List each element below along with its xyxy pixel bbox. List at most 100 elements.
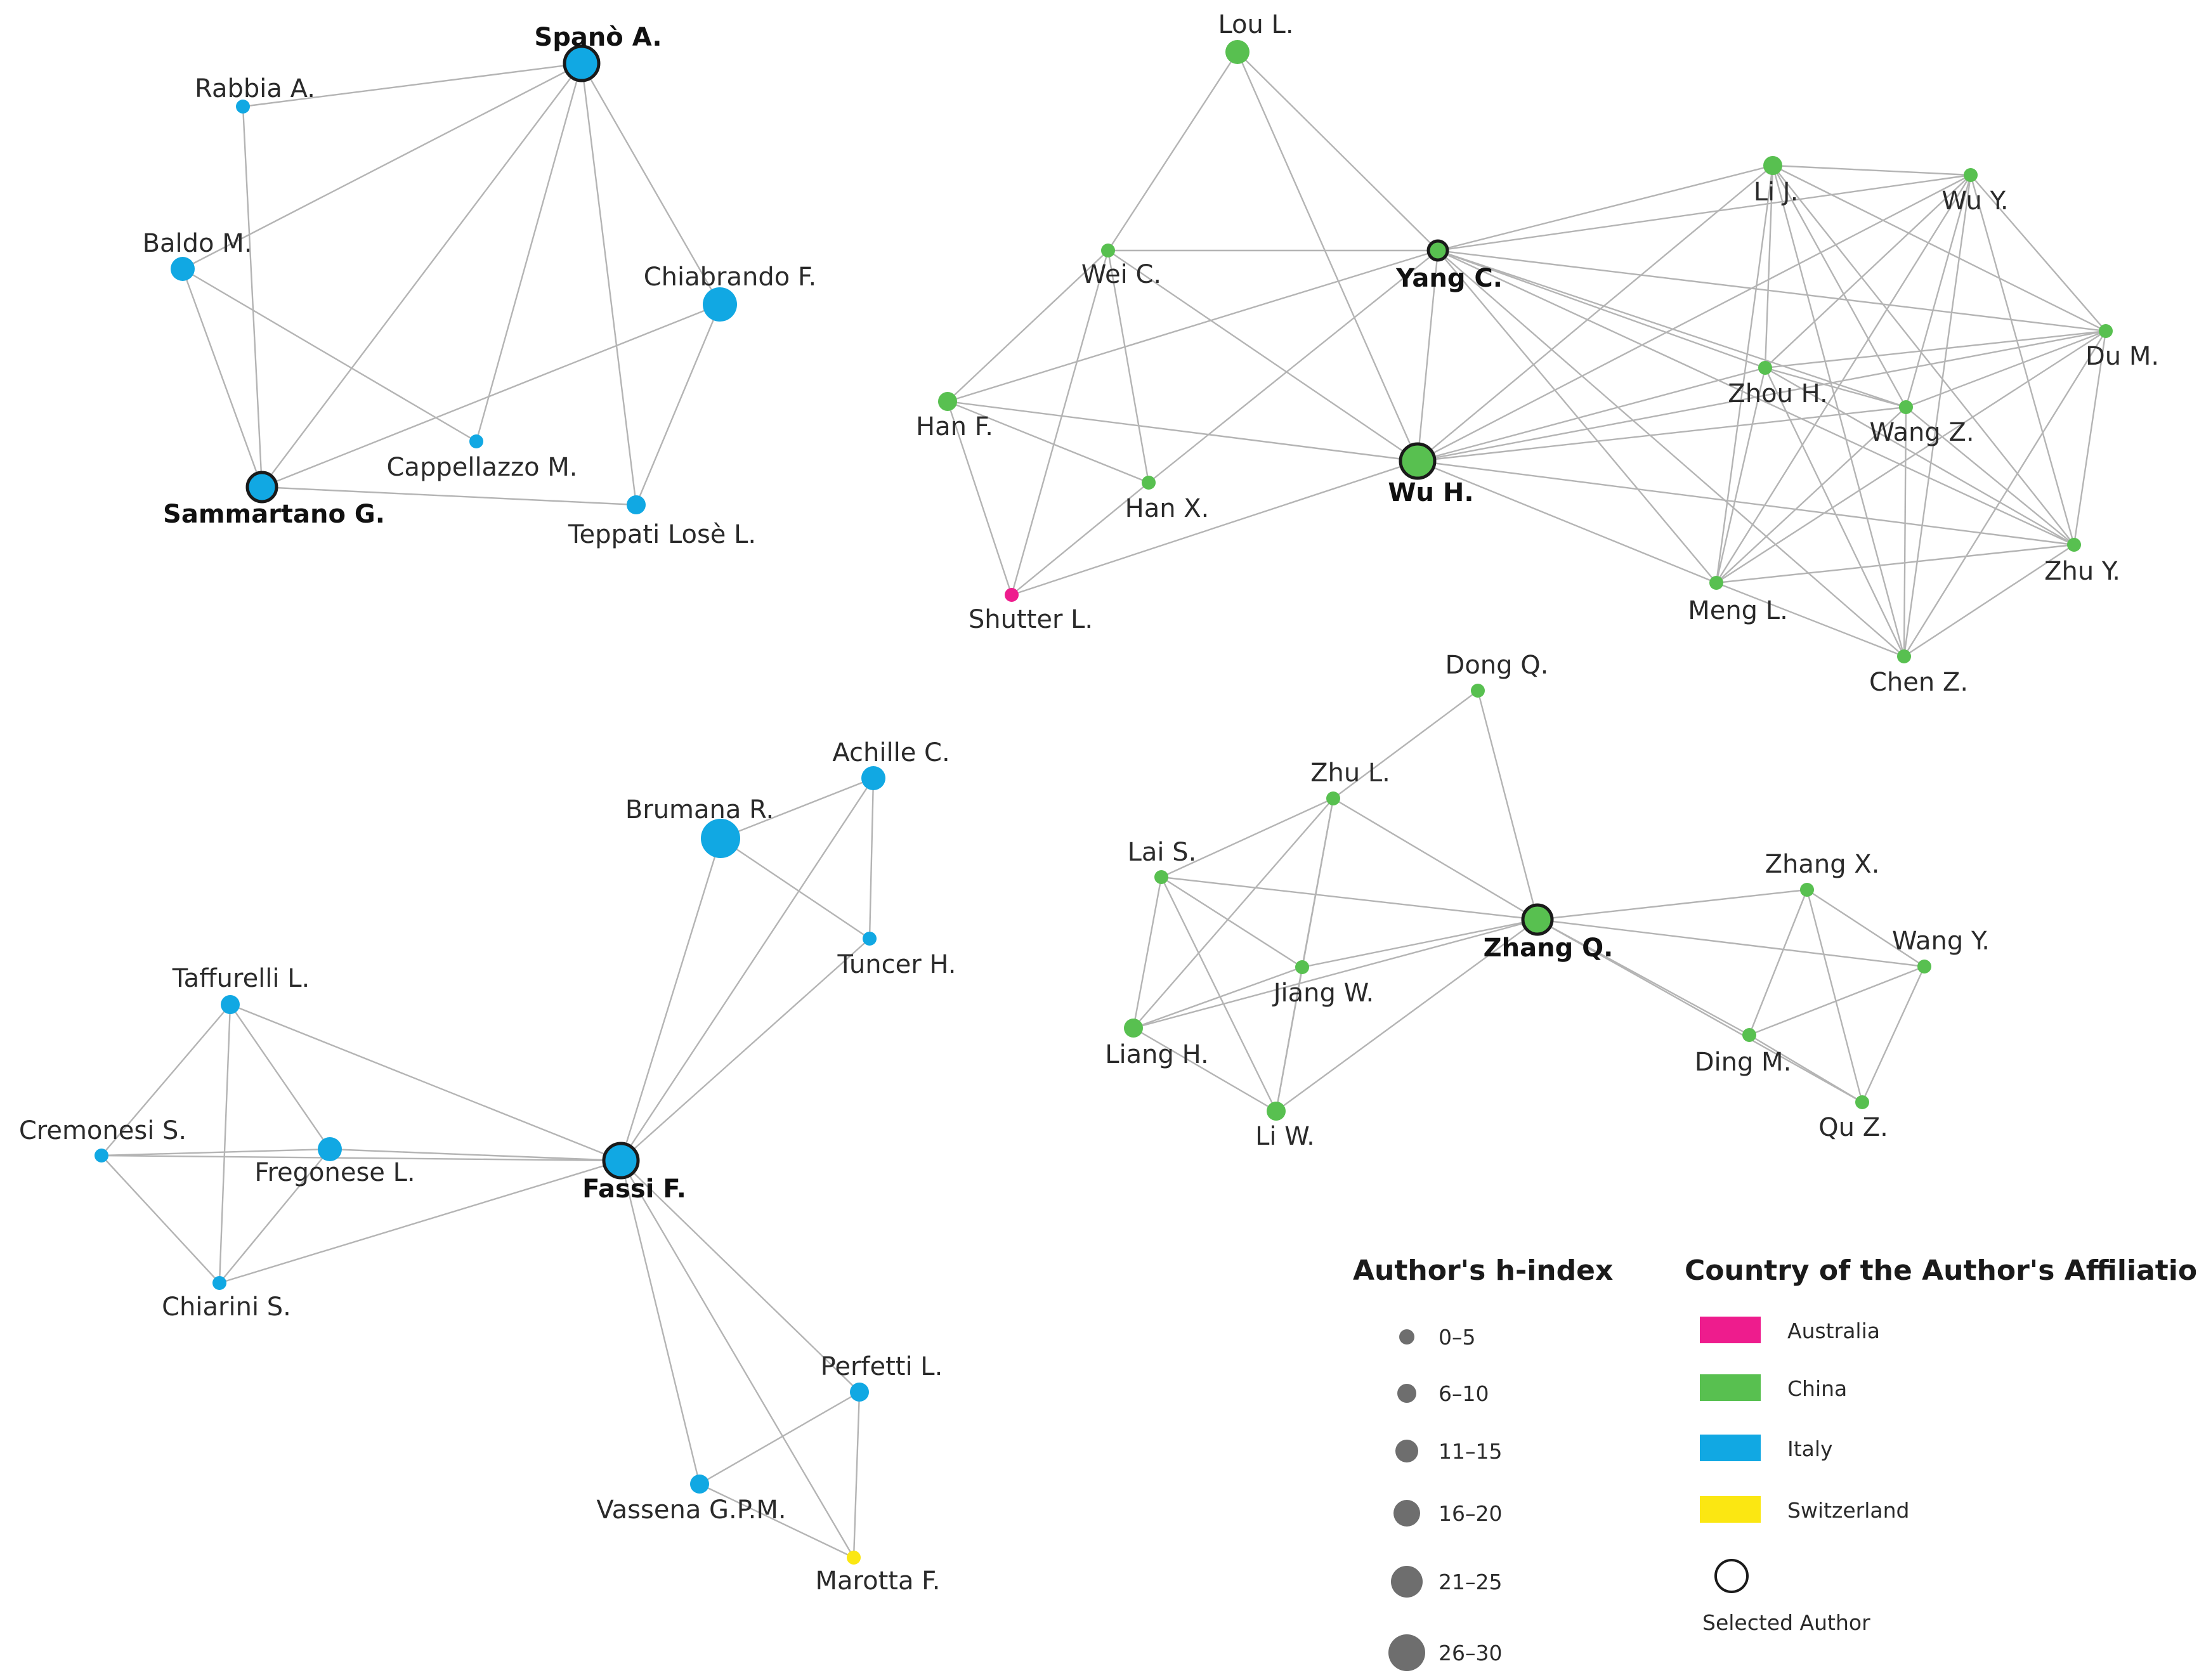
node-quz[interactable]: [1855, 1095, 1869, 1109]
edge-DuM-WangZ: [1905, 330, 2106, 408]
node-mengl[interactable]: [1709, 576, 1723, 590]
label-wuh: Wu H.: [1388, 478, 1473, 507]
edge-Lou-WeiC: [1107, 51, 1239, 251]
node-zhuy[interactable]: [2067, 538, 2081, 552]
label-lais: Lai S.: [1128, 838, 1197, 867]
edge-WuH-WangZ: [1417, 406, 1907, 462]
label-cremonesi: Cremonesi S.: [19, 1116, 186, 1145]
label-chenz: Chen Z.: [1869, 668, 1968, 697]
edge-WuY-ZhuY: [1969, 174, 2075, 545]
edge-LaiS-ZhangQ: [1161, 876, 1538, 921]
node-dingm[interactable]: [1742, 1028, 1756, 1042]
node-perfetti[interactable]: [850, 1383, 869, 1402]
node-chiarini[interactable]: [212, 1276, 226, 1290]
node-zhul[interactable]: [1326, 791, 1340, 805]
size-legend-label: 6–10: [1439, 1381, 1489, 1406]
edge-YangC-ChenZ: [1437, 250, 1905, 657]
label-weic: Wei C.: [1081, 260, 1161, 289]
node-lais[interactable]: [1154, 870, 1168, 884]
node-baldo[interactable]: [171, 257, 195, 281]
edge-Spano-Teppati: [580, 63, 637, 505]
node-liw[interactable]: [1267, 1102, 1286, 1121]
label-rabbia: Rabbia A.: [195, 74, 315, 103]
label-zhuy: Zhu Y.: [2044, 557, 2120, 586]
label-lou: Lou L.: [1218, 10, 1293, 39]
edge-WeiC-HanX: [1107, 250, 1150, 483]
node-shutter[interactable]: [1005, 588, 1019, 602]
node-weic[interactable]: [1101, 244, 1115, 257]
country-swatch-china: [1700, 1374, 1761, 1401]
node-fregonese[interactable]: [318, 1137, 342, 1161]
node-brumana[interactable]: [701, 819, 740, 858]
node-lij[interactable]: [1763, 156, 1782, 175]
node-tuncer[interactable]: [863, 932, 877, 946]
node-hanf[interactable]: [938, 392, 957, 411]
edge-ZhangQ-ZhangX: [1537, 889, 1808, 921]
size-legend-dot: [1399, 1329, 1414, 1345]
edge-Taffurelli-Fregonese: [230, 1004, 330, 1150]
edge-Chiabrando-Teppati: [635, 304, 721, 505]
edge-Brumana-Tuncer: [720, 838, 870, 939]
node-taffurelli[interactable]: [221, 995, 240, 1014]
node-fassi[interactable]: [602, 1142, 640, 1180]
node-rabbia[interactable]: [236, 100, 250, 114]
edge-Lou-WuH: [1236, 51, 1419, 462]
edge-Cremonesi-Chiarini: [101, 1155, 220, 1284]
edge-DongQ-ZhangQ: [1477, 690, 1539, 920]
edge-Shutter-WuH: [1011, 460, 1418, 596]
node-wangz[interactable]: [1899, 400, 1913, 414]
label-chiarini: Chiarini S.: [162, 1293, 291, 1322]
labels-layer: Spanò A.Rabbia A.Baldo M.Chiabrando F.Ca…: [19, 10, 2159, 1596]
node-spano[interactable]: [563, 44, 601, 82]
edge-Taffurelli-Chiarini: [218, 1004, 232, 1284]
edge-DuM-ChenZ: [1903, 330, 2107, 657]
label-wangz: Wang Z.: [1869, 418, 1974, 447]
node-zhouh[interactable]: [1758, 361, 1772, 375]
edge-YangC-ZhouH: [1437, 249, 1766, 369]
edge-ZhouH-ChenZ: [1764, 367, 1905, 657]
label-fassi: Fassi F.: [582, 1175, 686, 1204]
node-wuy[interactable]: [1964, 168, 1978, 182]
edge-Sammartano-Teppati: [261, 486, 637, 506]
label-chiabrando: Chiabrando F.: [644, 263, 816, 292]
node-zhangq[interactable]: [1521, 903, 1554, 936]
node-vassena[interactable]: [690, 1475, 709, 1494]
label-dongq: Dong Q.: [1445, 651, 1549, 680]
node-dum[interactable]: [2099, 324, 2113, 338]
edge-Brumana-Fassi: [620, 838, 722, 1161]
edges-layer: [101, 51, 2107, 1559]
node-cremonesi[interactable]: [95, 1149, 108, 1162]
edge-WangY-QuZ: [1861, 966, 1926, 1103]
node-dongq[interactable]: [1471, 684, 1485, 698]
node-achille[interactable]: [861, 766, 885, 790]
edge-WuY-ChenZ: [1903, 174, 1972, 657]
node-zhangx[interactable]: [1800, 883, 1814, 897]
size-legend-dot: [1395, 1440, 1418, 1462]
node-teppati[interactable]: [627, 495, 646, 514]
label-tuncer: Tuncer H.: [837, 950, 956, 979]
label-vassena: Vassena G.P.M.: [596, 1495, 786, 1525]
label-liangh: Liang H.: [1105, 1040, 1208, 1069]
node-wangy[interactable]: [1917, 960, 1931, 973]
node-wuh[interactable]: [1399, 442, 1437, 480]
node-lou[interactable]: [1225, 40, 1250, 64]
node-cappellazzo[interactable]: [469, 434, 483, 448]
edge-Cremonesi-Fregonese: [101, 1148, 330, 1157]
edge-DongQ-ZhuL: [1333, 690, 1478, 799]
edge-Perfetti-Vassena: [699, 1391, 860, 1485]
edge-Baldo-Cappellazzo: [182, 268, 477, 443]
edge-HanF-YangC: [947, 249, 1439, 403]
edge-LiJ-ChenZ: [1772, 165, 1905, 657]
label-shutter: Shutter L.: [969, 605, 1093, 634]
node-chiabrando[interactable]: [703, 287, 737, 322]
edge-ZhangQ-LiW: [1276, 919, 1538, 1112]
size-legend-label: 21–25: [1439, 1570, 1502, 1594]
node-hanx[interactable]: [1142, 476, 1156, 490]
node-marotta[interactable]: [847, 1551, 861, 1565]
node-jiangw[interactable]: [1295, 960, 1309, 974]
country-label-australia: Australia: [1787, 1319, 1880, 1343]
node-sammartano[interactable]: [245, 471, 278, 504]
node-liangh[interactable]: [1124, 1019, 1143, 1038]
node-yangc[interactable]: [1426, 239, 1449, 262]
node-chenz[interactable]: [1897, 649, 1911, 663]
